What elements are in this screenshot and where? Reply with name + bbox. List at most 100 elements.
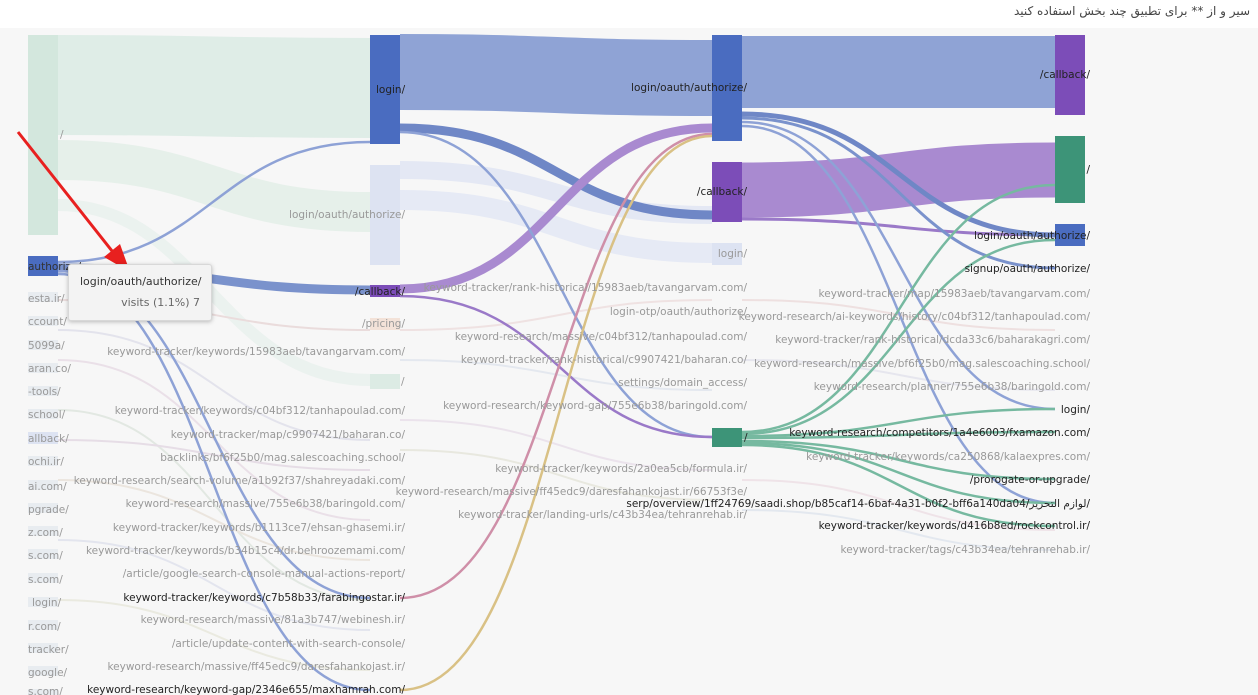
svg-text:allback/: allback/ bbox=[28, 433, 69, 445]
svg-text:/article/update-content-with-s: /article/update-content-with-search-cons… bbox=[172, 638, 406, 650]
label-c2-login: login/ bbox=[718, 248, 748, 260]
sankey-links bbox=[57, 34, 1056, 692]
link-auth1-to-login2[interactable] bbox=[399, 190, 713, 263]
svg-text:s.com/: s.com/ bbox=[28, 574, 63, 586]
col0-small-nodes bbox=[28, 292, 58, 695]
svg-text:keyword-research/massive/c04bf: keyword-research/massive/c04bf312/tanhap… bbox=[455, 331, 748, 343]
svg-text:login/: login/ bbox=[32, 597, 62, 609]
svg-text:login-otp/oauth/authorize/: login-otp/oauth/authorize/ bbox=[610, 306, 748, 318]
node-c2-login[interactable] bbox=[712, 243, 742, 265]
tooltip-title: login/oauth/authorize/ bbox=[80, 275, 202, 288]
node-c0-authorize[interactable] bbox=[28, 256, 58, 276]
link-root2-to-root3[interactable] bbox=[741, 183, 1056, 434]
node-c2-callback[interactable] bbox=[712, 162, 742, 222]
node-c2-authorize[interactable] bbox=[712, 35, 742, 141]
link-callback2-to-root3[interactable] bbox=[741, 142, 1056, 218]
svg-text:keyword-tracker/rank-historica: keyword-tracker/rank-historical/c9907421… bbox=[461, 354, 748, 366]
link-auth2-to-login3[interactable] bbox=[741, 120, 1056, 411]
link-root-to-auth[interactable] bbox=[57, 140, 371, 232]
svg-text:settings/domain_access/: settings/domain_access/ bbox=[618, 377, 747, 389]
link-root2-to-auth3[interactable] bbox=[741, 238, 1056, 436]
svg-text:s.com/: s.com/ bbox=[28, 686, 63, 695]
svg-text:keyword-tracker/keywords/c7b58: keyword-tracker/keywords/c7b58b33/farabi… bbox=[123, 592, 405, 604]
svg-text:5099a/: 5099a/ bbox=[28, 340, 65, 352]
svg-text:r.com/: r.com/ bbox=[28, 621, 61, 633]
link-root2-to-competitors[interactable] bbox=[741, 430, 1056, 440]
label-c2-root: / bbox=[744, 432, 748, 444]
link-pink-to-auth2[interactable] bbox=[399, 132, 713, 600]
node-c0-root[interactable] bbox=[28, 35, 58, 235]
svg-text:school/: school/ bbox=[28, 409, 66, 421]
svg-text:keyword-research/ai-keywords/h: keyword-research/ai-keywords/history/c04… bbox=[739, 311, 1091, 323]
svg-text:keyword-tracker/keywords/b34b1: keyword-tracker/keywords/b34b15c4/dr.beh… bbox=[86, 545, 405, 557]
svg-text:keyword-tracker/rank-historica: keyword-tracker/rank-historical/15983aeb… bbox=[424, 282, 748, 294]
svg-text:ochi.ir/: ochi.ir/ bbox=[28, 456, 64, 468]
link-root2-to-rockcontrol[interactable] bbox=[741, 443, 1056, 528]
label-c3-login: login/ bbox=[1061, 404, 1091, 416]
link-auth2-to-auth3[interactable] bbox=[741, 111, 1056, 238]
svg-text:/prorogate-or-upgrade/: /prorogate-or-upgrade/ bbox=[970, 474, 1091, 486]
hover-tooltip: login/oauth/authorize/ visits (1.1%) 7 bbox=[68, 264, 212, 321]
label-serp-overview: serp/overview/1ff24769/saadi.shop/b85caf… bbox=[626, 498, 1090, 510]
svg-text:keyword-tracker/landing-urls/c: keyword-tracker/landing-urls/c43b34ea/te… bbox=[458, 509, 747, 521]
label-c1-root: / bbox=[401, 376, 405, 388]
svg-text:z.com/: z.com/ bbox=[28, 527, 63, 539]
node-c1-authorize[interactable] bbox=[370, 165, 400, 265]
link-login-to-auth[interactable] bbox=[399, 34, 713, 116]
sankey-diagram: / authorize/ login/ login/oauth/authoriz… bbox=[16, 34, 1091, 695]
svg-text:s.com/: s.com/ bbox=[28, 550, 63, 562]
label-c1-pricing: /pricing/ bbox=[362, 318, 405, 330]
link-root2-to-login3[interactable] bbox=[741, 407, 1056, 438]
col3-labels: keyword-tracker/map/15983aeb/tavangarvam… bbox=[739, 288, 1091, 556]
svg-text:keyword-tracker/keywords/b1113: keyword-tracker/keywords/b1113ce7/ehsan-… bbox=[113, 522, 406, 534]
svg-text:keyword-tracker/map/15983aeb/t: keyword-tracker/map/15983aeb/tavangarvam… bbox=[819, 288, 1091, 300]
sankey-canvas: / authorize/ login/ login/oauth/authoriz… bbox=[0, 28, 1258, 695]
node-c1-callback[interactable] bbox=[370, 285, 400, 297]
sankey-nodes bbox=[28, 35, 1085, 695]
svg-text:google/: google/ bbox=[28, 667, 68, 679]
svg-text:keyword-tracker/keywords/15983: keyword-tracker/keywords/15983aeb/tavang… bbox=[107, 346, 405, 358]
label-c2-callback: /callback/ bbox=[697, 186, 748, 198]
svg-text:keyword-tracker/keywords/c04bf: keyword-tracker/keywords/c04bf312/tanhap… bbox=[115, 405, 406, 417]
svg-text:tracker/: tracker/ bbox=[28, 644, 69, 656]
node-c1-login[interactable] bbox=[370, 35, 400, 144]
link-auth2-to-signup3[interactable] bbox=[741, 116, 1056, 270]
node-c3-authorize[interactable] bbox=[1055, 224, 1085, 246]
link-callback2-to-auth3[interactable] bbox=[741, 217, 1056, 237]
node-labels: / authorize/ login/ login/oauth/authoriz… bbox=[28, 69, 1090, 444]
svg-text:keyword-research/massive/ff45e: keyword-research/massive/ff45edc9/daresf… bbox=[107, 661, 405, 673]
link-root2-to-prorogate[interactable] bbox=[741, 439, 1056, 481]
link-callback1-to-auth2[interactable] bbox=[399, 123, 713, 294]
link-yellow-to-auth2[interactable] bbox=[399, 134, 713, 692]
link-root2-to-serp[interactable] bbox=[741, 441, 1056, 505]
svg-text:keyword-tracker/tags/c43b34ea/: keyword-tracker/tags/c43b34ea/tehranreha… bbox=[840, 544, 1090, 556]
node-c3-callback[interactable] bbox=[1055, 35, 1085, 115]
link-login-to-callback2[interactable] bbox=[399, 123, 713, 220]
label-c1-login: login/ bbox=[376, 84, 406, 96]
col1-labels: keyword-tracker/keywords/15983aeb/tavang… bbox=[74, 346, 406, 695]
svg-text:keyword-research/massive/bf6f2: keyword-research/massive/bf6f25b0/mag.sa… bbox=[754, 358, 1090, 370]
search-hint-text: سیر و از ** برای تطبیق چند بخش استفاده ک… bbox=[1013, 4, 1250, 18]
label-c3-signup: signup/oauth/authorize/ bbox=[965, 263, 1091, 275]
label-c0-root: / bbox=[60, 129, 64, 141]
svg-text:-tools/: -tools/ bbox=[28, 386, 61, 398]
svg-text:keyword-tracker/keywords/2a0ea: keyword-tracker/keywords/2a0ea5cb/formul… bbox=[495, 463, 747, 475]
svg-text:ai.com/: ai.com/ bbox=[28, 481, 67, 493]
label-c1-authorize: login/oauth/authorize/ bbox=[289, 209, 405, 221]
node-c3-root[interactable] bbox=[1055, 136, 1085, 203]
label-c3-root: / bbox=[1086, 164, 1090, 176]
svg-text:esta.ir/: esta.ir/ bbox=[28, 293, 65, 305]
svg-text:ccount/: ccount/ bbox=[28, 316, 67, 328]
node-c2-root[interactable] bbox=[712, 428, 742, 447]
link-auth2-to-serp[interactable] bbox=[741, 124, 1056, 505]
svg-text:keyword-tracker/map/c9907421/b: keyword-tracker/map/c9907421/baharan.co/ bbox=[171, 429, 406, 441]
svg-text:keyword-research/search-volume: keyword-research/search-volume/a1b92f37/… bbox=[74, 475, 406, 487]
link-root-to-login[interactable] bbox=[57, 35, 371, 138]
label-c3-callback: /callback/ bbox=[1040, 69, 1091, 81]
col2-labels: keyword-tracker/rank-historical/15983aeb… bbox=[396, 282, 1091, 521]
svg-text:keyword-research/planner/755e6: keyword-research/planner/755e6b38/baring… bbox=[814, 381, 1091, 393]
node-c1-pricing[interactable] bbox=[370, 318, 400, 330]
link-login-to-root2[interactable] bbox=[399, 130, 713, 439]
tooltip-metric: visits (1.1%) 7 bbox=[121, 296, 200, 309]
node-c1-root[interactable] bbox=[370, 374, 400, 389]
